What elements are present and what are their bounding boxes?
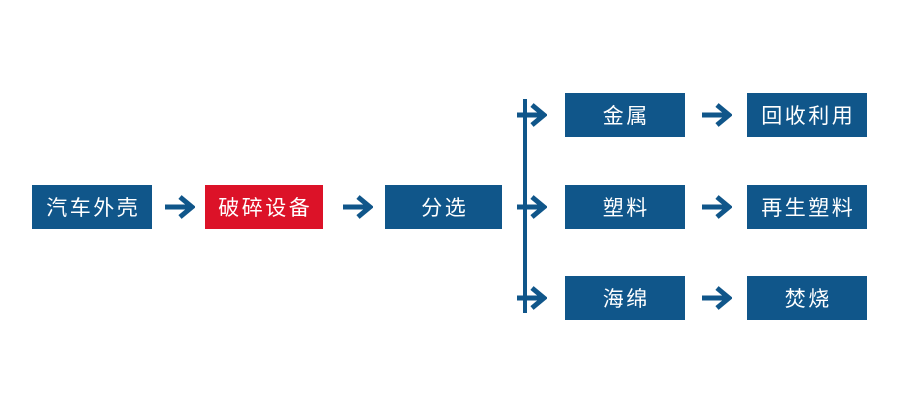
arrow-right-icon	[700, 193, 732, 221]
arrow-right-icon	[341, 193, 373, 221]
arrow-right-icon	[163, 193, 195, 221]
node-recycling: 回收利用	[747, 93, 867, 137]
arrow-right-icon	[700, 284, 732, 312]
node-sorting: 分选	[385, 185, 502, 229]
node-recycled-plastic: 再生塑料	[747, 185, 867, 229]
node-incineration: 焚烧	[747, 276, 867, 320]
branch-arrow-right-icon	[517, 284, 547, 312]
arrow-right-icon	[700, 101, 732, 129]
branch-arrow-right-icon	[517, 193, 547, 221]
node-sponge: 海绵	[565, 276, 685, 320]
node-car-shell: 汽车外壳	[32, 185, 152, 229]
node-crushing-equipment: 破碎设备	[205, 185, 323, 229]
node-metal: 金属	[565, 93, 685, 137]
node-plastic: 塑料	[565, 185, 685, 229]
branch-arrow-right-icon	[517, 101, 547, 129]
